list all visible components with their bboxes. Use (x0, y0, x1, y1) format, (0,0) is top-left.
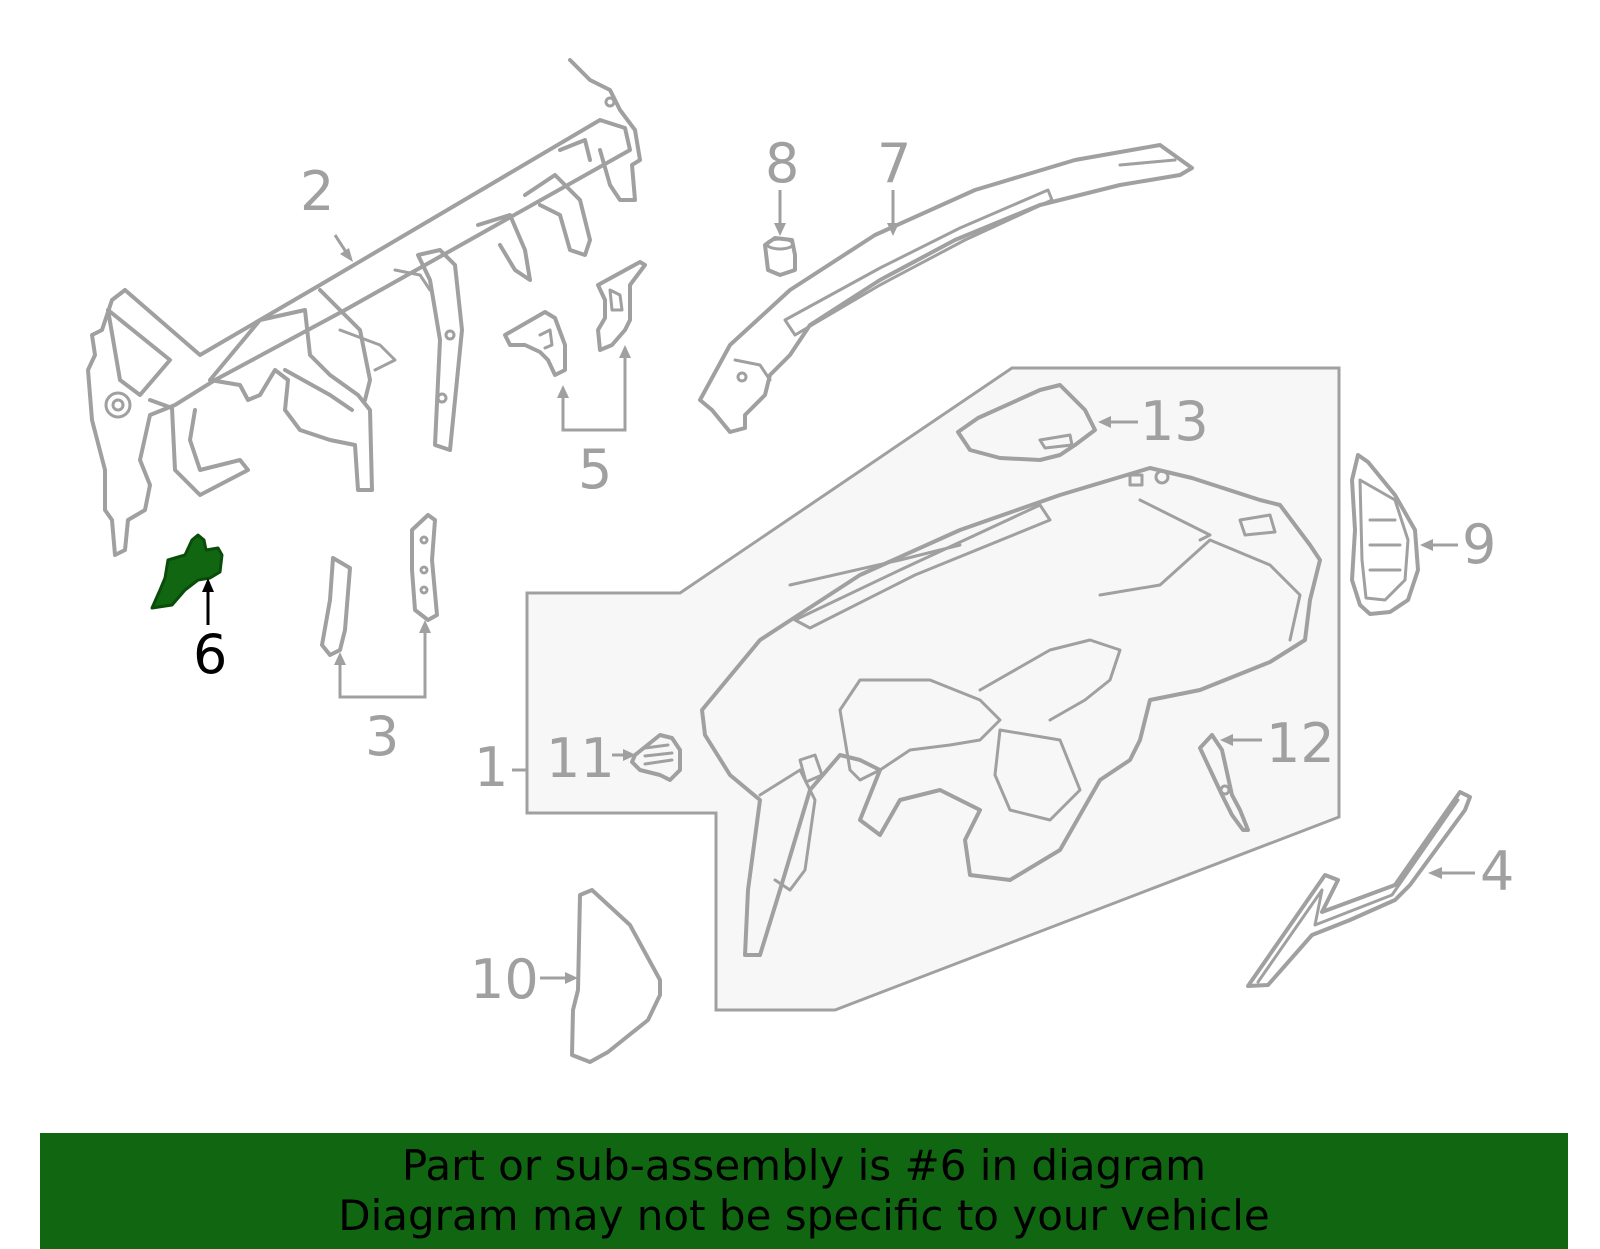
leader-lines (202, 190, 1475, 984)
part-3-brackets[interactable] (320, 513, 439, 657)
part-2-cross-car-beam[interactable] (86, 58, 642, 557)
callout-12: 12 (1266, 712, 1335, 775)
banner-line-1: Part or sub-assembly is #6 in diagram (401, 1141, 1207, 1190)
info-banner: Part or sub-assembly is #6 in diagram Di… (40, 1133, 1568, 1249)
part-11-vent[interactable] (630, 733, 682, 782)
part-8-clip[interactable] (763, 236, 797, 277)
callout-5: 5 (578, 438, 612, 501)
part-5-brackets[interactable] (503, 260, 647, 377)
callout-10: 10 (470, 948, 539, 1011)
part-4-trim-strip[interactable] (1246, 790, 1472, 988)
callout-4: 4 (1480, 840, 1514, 903)
callout-7: 7 (877, 132, 911, 195)
callout-6: 6 (193, 623, 227, 686)
part-13-speaker-grille[interactable] (956, 383, 1097, 462)
banner-line-2: Diagram may not be specific to your vehi… (338, 1191, 1270, 1240)
callout-9: 9 (1462, 513, 1496, 576)
part-9-side-cover[interactable] (1350, 453, 1420, 616)
part-1-instrument-panel[interactable] (700, 466, 1322, 957)
callout-1: 1 (474, 736, 508, 799)
callout-3: 3 (365, 705, 399, 768)
callout-13: 13 (1140, 390, 1209, 453)
part-7-defroster-duct[interactable] (698, 143, 1194, 434)
part-10-side-cover[interactable] (570, 888, 662, 1064)
callout-8: 8 (765, 132, 799, 195)
part-6-bracket-highlighted[interactable] (150, 533, 224, 610)
callout-11: 11 (546, 727, 615, 790)
assembly-1-panel (525, 366, 1341, 1012)
part-12-connector[interactable] (1198, 733, 1250, 832)
callout-2: 2 (300, 160, 334, 223)
